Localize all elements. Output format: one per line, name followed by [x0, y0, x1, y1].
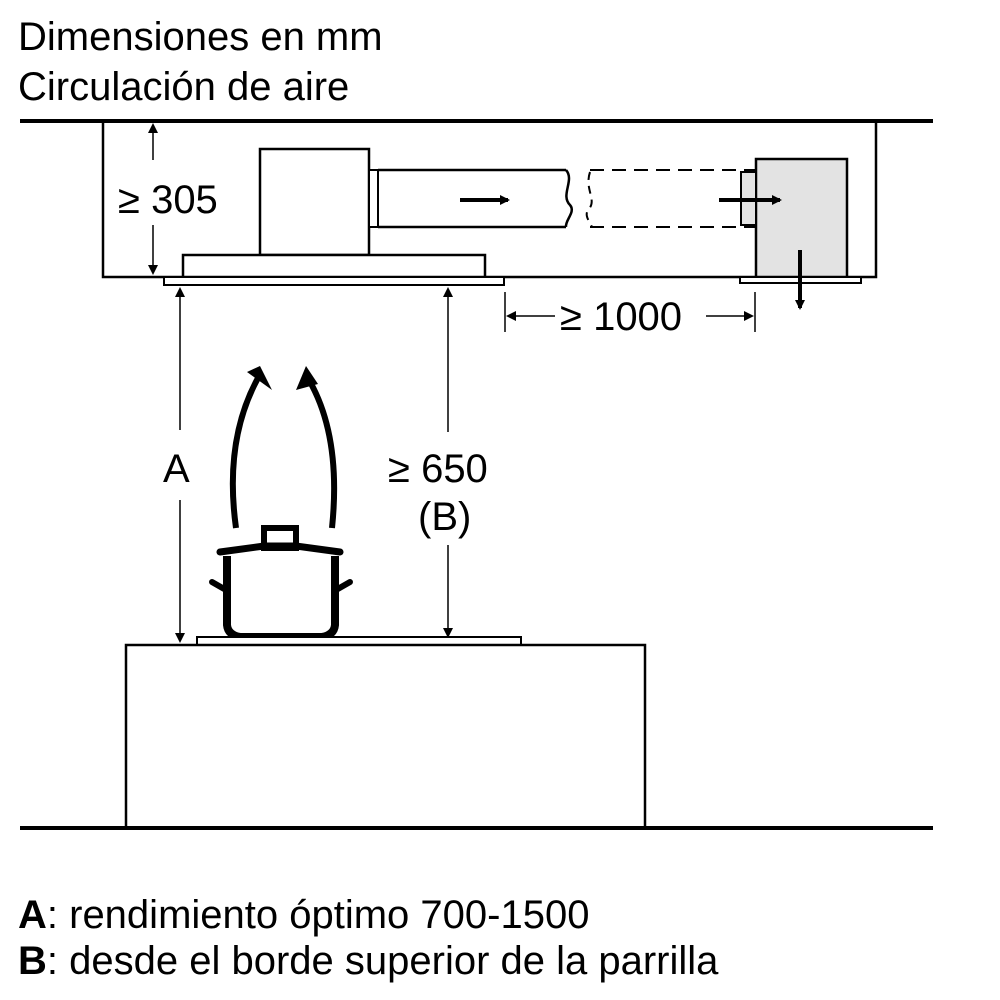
steam-arrowhead-right [296, 366, 318, 390]
legend-b-key: B [18, 939, 47, 983]
dim-650-label: ≥ 650 [388, 447, 488, 491]
legend-b: B: desde el borde superior de la parrill… [18, 939, 719, 983]
duct-break-mark [564, 169, 574, 228]
duct-pipe [378, 168, 566, 229]
base-cabinet [124, 643, 647, 830]
dim-305-label: ≥ 305 [118, 178, 218, 222]
hood-body [181, 253, 487, 279]
legend-a: A: rendimiento óptimo 700-1500 [18, 893, 589, 937]
cooking-pot-icon [209, 525, 353, 641]
steam-arrow-right [306, 378, 338, 529]
title-air-circulation: Circulación de aire [18, 65, 349, 109]
dashed-duct [590, 169, 755, 228]
title-dimensions: Dimensiones en mm [18, 15, 383, 59]
dim-1000-label: ≥ 1000 [560, 295, 682, 339]
duct-collar [368, 169, 379, 228]
legend-b-text: : desde el borde superior de la parrilla [47, 939, 719, 983]
legend-a-text: : rendimiento óptimo 700-1500 [47, 893, 590, 937]
dim-650-ref: (B) [418, 495, 471, 539]
dashed-break-mark [585, 171, 593, 228]
steam-arrowhead-left [247, 366, 272, 390]
steam-arrow-left [229, 376, 261, 529]
legend-a-key: A [18, 893, 47, 937]
hood-trim-plate [163, 276, 505, 286]
hood-motor-box [258, 147, 371, 257]
dim-a-label: A [163, 447, 190, 491]
